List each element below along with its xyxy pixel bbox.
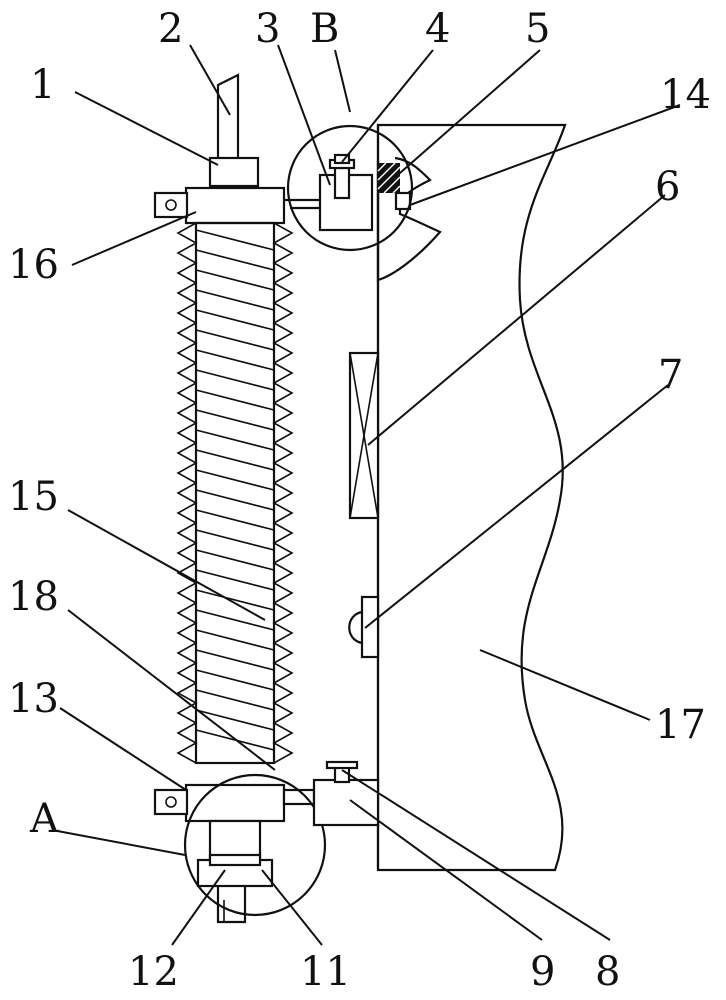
labels: 1 2 3 B 4 5 14 6 16 7 15 18 13 A 17 12 1… xyxy=(8,6,711,995)
label-5: 5 xyxy=(525,6,550,52)
collar-13 xyxy=(153,783,316,823)
label-b: B xyxy=(310,6,339,52)
label-4: 4 xyxy=(425,6,450,52)
label-12: 12 xyxy=(128,949,179,995)
detail-circle-a xyxy=(183,773,327,917)
label-14: 14 xyxy=(660,72,711,118)
part-7 xyxy=(348,595,380,659)
label-15: 15 xyxy=(8,474,59,520)
spring-15 xyxy=(176,221,294,765)
rod-2 xyxy=(208,73,260,188)
label-1: 1 xyxy=(30,62,55,108)
part-6 xyxy=(348,351,380,520)
upper-bracket xyxy=(376,156,442,282)
label-9: 9 xyxy=(530,949,555,995)
screw-4 xyxy=(333,153,351,165)
leader-lines xyxy=(51,44,681,946)
block-9 xyxy=(312,760,380,827)
label-3: 3 xyxy=(255,6,280,52)
label-7: 7 xyxy=(658,352,683,398)
detail-circle-b xyxy=(286,124,414,252)
label-2: 2 xyxy=(158,6,183,52)
panel-17 xyxy=(376,123,567,872)
collar-16 xyxy=(153,186,290,225)
rod-lower xyxy=(196,819,274,924)
label-17: 17 xyxy=(655,702,706,748)
clamp-block-3 xyxy=(290,158,374,232)
label-11: 11 xyxy=(300,949,351,995)
label-a: A xyxy=(29,796,60,842)
label-13: 13 xyxy=(8,676,59,722)
label-16: 16 xyxy=(8,242,59,288)
label-18: 18 xyxy=(8,574,59,620)
label-6: 6 xyxy=(655,164,680,210)
label-8: 8 xyxy=(595,949,620,995)
